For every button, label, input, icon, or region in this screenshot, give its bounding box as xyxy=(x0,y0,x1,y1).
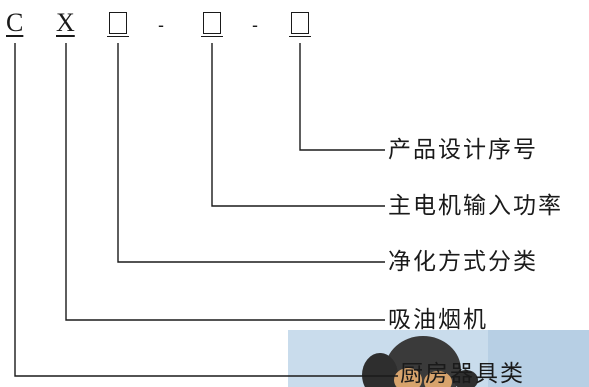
code-box-purification xyxy=(107,12,129,37)
connector-purification-method xyxy=(117,43,385,263)
watermark-image xyxy=(288,330,589,387)
code-letter-c: C xyxy=(6,8,24,37)
code-dash: - xyxy=(252,15,258,35)
label-kitchen-appliance: 厨房器具类 xyxy=(400,361,525,387)
connector-kitchen-appliance xyxy=(14,43,398,377)
label-motor-input-power: 主电机输入功率 xyxy=(388,193,563,219)
code-letter-x: X xyxy=(56,8,75,37)
code-box-power xyxy=(201,12,223,37)
label-purification-method: 净化方式分类 xyxy=(388,249,538,275)
label-range-hood: 吸油烟机 xyxy=(388,307,488,333)
code-box-serial xyxy=(289,12,311,37)
connector-range-hood xyxy=(65,43,385,321)
connector-motor-input-power xyxy=(211,43,385,207)
connector-product-design-number xyxy=(299,43,385,151)
code-dash: - xyxy=(158,15,164,35)
label-product-design-number: 产品设计序号 xyxy=(388,137,538,163)
